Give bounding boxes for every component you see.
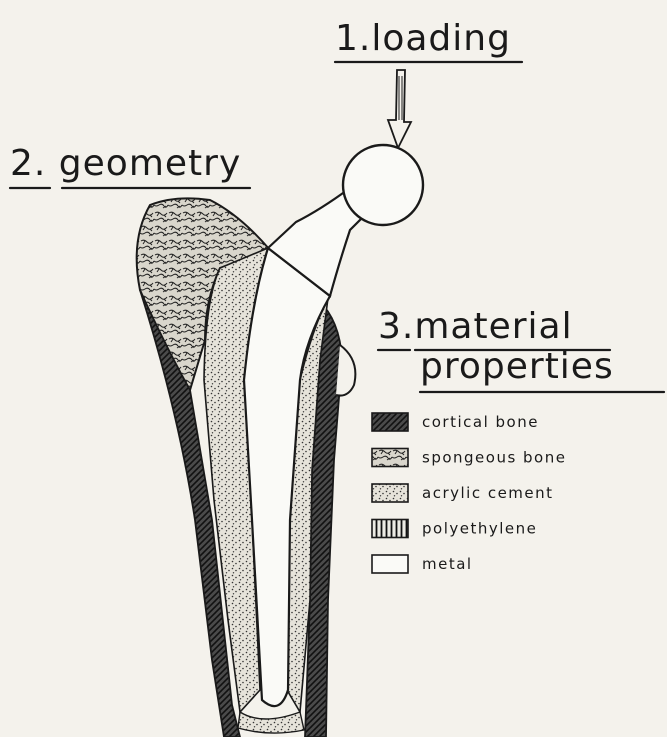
legend-swatch-spongeous <box>372 449 408 467</box>
load-arrow-icon <box>388 70 411 148</box>
legend-item-spongeous: spongeous bone <box>372 449 566 467</box>
loading-label-group: 1.loading <box>335 18 522 148</box>
legend-swatch-polyethylene <box>372 520 408 538</box>
legend-swatch-cement <box>372 484 408 502</box>
femur-drawing <box>137 145 423 737</box>
geometry-label-group: 2. geometry <box>10 143 250 188</box>
legend-item-metal: metal <box>372 555 473 573</box>
geometry-label: 2. geometry <box>10 143 241 184</box>
legend-swatch-cortical <box>372 413 408 431</box>
material-label-line1: 3.material <box>378 306 573 347</box>
legend-label-cortical: cortical bone <box>422 413 539 431</box>
loading-label: 1.loading <box>335 18 511 59</box>
legend-label-polyethylene: polyethylene <box>422 520 537 538</box>
material-label-group: 3.material properties <box>378 306 664 392</box>
legend-swatch-metal <box>372 555 408 573</box>
legend-label-cement: acrylic cement <box>422 484 554 502</box>
prosthesis-head <box>343 145 423 225</box>
legend-item-cortical: cortical bone <box>372 413 539 431</box>
legend-label-metal: metal <box>422 555 473 573</box>
legend-item-cement: acrylic cement <box>372 484 554 502</box>
material-legend: cortical bone spongeous bone acrylic cemen… <box>372 413 566 573</box>
cement-distal <box>238 712 304 733</box>
material-label-line2: properties <box>420 346 614 387</box>
legend-item-polyethylene: polyethylene <box>372 520 537 538</box>
legend-label-spongeous: spongeous bone <box>422 449 566 467</box>
